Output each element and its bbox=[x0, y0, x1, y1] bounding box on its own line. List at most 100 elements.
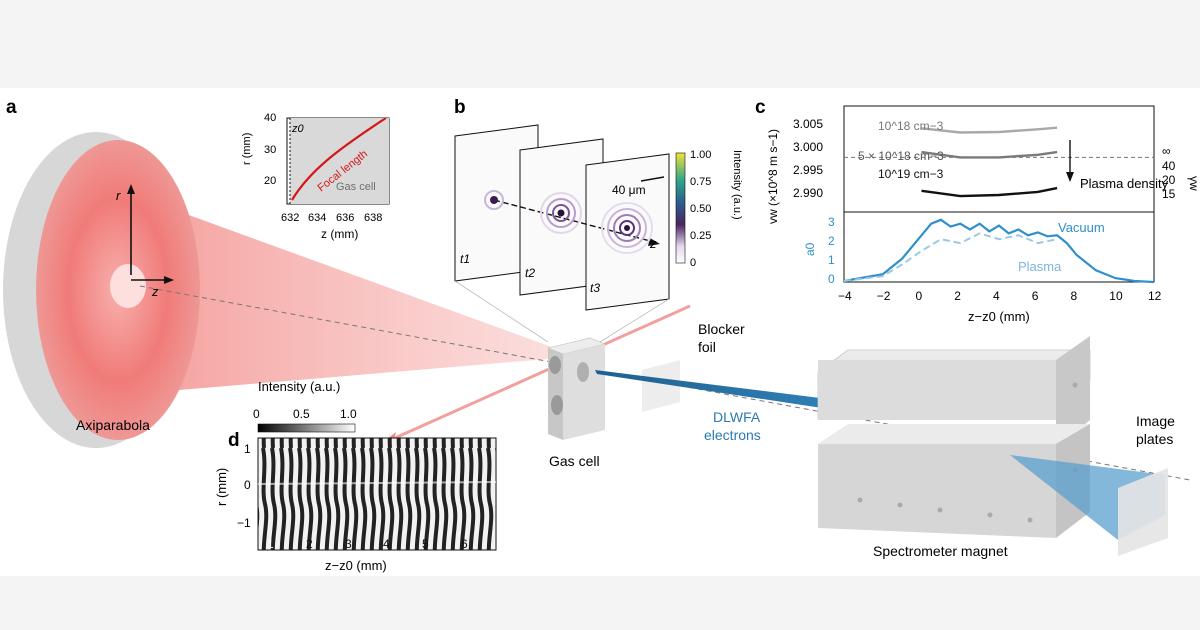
axis-r-label: r bbox=[116, 188, 121, 203]
inset-a-gascell-label: Gas cell bbox=[336, 181, 376, 193]
c-bot-xtick-1: −2 bbox=[877, 289, 891, 303]
c-right-tick-2: 40 bbox=[1162, 159, 1176, 173]
interferogram bbox=[257, 437, 497, 551]
panel-d-cbar-label: Intensity (a.u.) bbox=[258, 379, 340, 394]
plasma-density-arrowhead bbox=[1066, 172, 1074, 182]
image-plates-label-1: Image bbox=[1136, 413, 1175, 429]
panel-d-ytick-1: 1 bbox=[244, 442, 251, 456]
axiparabola-hole bbox=[110, 264, 146, 308]
focal-spot-t1 bbox=[484, 190, 504, 210]
axis-z-arrowhead bbox=[164, 276, 174, 284]
inset-a-ytick-1: 40 bbox=[264, 112, 276, 124]
c-bot-ylabel: a0 bbox=[803, 242, 817, 256]
inset-a-xtick-4: 638 bbox=[364, 212, 382, 224]
panel-b-cbar-tick-3: 0.50 bbox=[690, 203, 711, 215]
c-bot-xtick-0: −4 bbox=[838, 289, 852, 303]
panel-b-colorbar bbox=[675, 152, 686, 264]
c-top-ytick-1: 3.005 bbox=[793, 117, 823, 131]
panel-d-xtick-4: 4 bbox=[383, 537, 390, 551]
panel-label-c: c bbox=[755, 97, 766, 118]
c-top-series-0 bbox=[921, 126, 1058, 134]
focal-spot-t3 bbox=[601, 202, 653, 254]
c-bot-ytick-2: 2 bbox=[828, 234, 835, 248]
panel-d-xtick-5: 5 bbox=[422, 537, 429, 551]
c-bot-ytick-1: 3 bbox=[828, 215, 835, 229]
c-top-series-2 bbox=[921, 186, 1058, 198]
c-bot-xtick-8: 12 bbox=[1148, 289, 1162, 303]
inset-a-xtick-1: 632 bbox=[281, 212, 299, 224]
c-bot-xlabel: z−z0 (mm) bbox=[968, 309, 1030, 324]
gas-cell-label: Gas cell bbox=[549, 453, 600, 469]
c-top-ytick-3: 2.995 bbox=[793, 163, 823, 177]
projection-line-1 bbox=[454, 280, 549, 343]
dlwfa-label-2: electrons bbox=[704, 427, 761, 443]
projection-line-2 bbox=[599, 298, 670, 343]
c-right-tick-4: 15 bbox=[1162, 187, 1176, 201]
bottom-band bbox=[0, 576, 1200, 630]
c-bot-xtick-4: 4 bbox=[993, 289, 1000, 303]
panel-d-cbar-tick-2: 0.5 bbox=[293, 407, 310, 421]
time-label-t2: t2 bbox=[525, 266, 535, 280]
inset-a-focal-curve bbox=[291, 117, 387, 201]
time-label-t3: t3 bbox=[590, 281, 600, 295]
blocked-laser-beam bbox=[394, 304, 691, 440]
inset-a-xtick-3: 636 bbox=[336, 212, 354, 224]
inset-a-gascell-region bbox=[290, 118, 389, 204]
panel-d-xtick-1: 1 bbox=[267, 537, 274, 551]
panel-label-b: b bbox=[454, 97, 466, 118]
c-right-label: γw bbox=[1187, 176, 1200, 191]
image-plates-label-2: plates bbox=[1136, 431, 1173, 447]
electron-beam bbox=[595, 370, 822, 408]
panel-c-top-plot bbox=[844, 126, 1154, 198]
series-label-5e18: 5 × 10^18 cm−3 bbox=[858, 149, 944, 163]
panel-b-cbar-label: Intensity (a.u.) bbox=[731, 150, 743, 220]
interferogram-axis-trace bbox=[257, 481, 497, 485]
inset-a-ylabel: r (mm) bbox=[241, 133, 253, 165]
panel-d-ytick-2: 0 bbox=[244, 478, 251, 492]
axis-z-label: z bbox=[151, 284, 159, 299]
inset-a-ytick-2: 30 bbox=[264, 144, 276, 156]
c-bot-xtick-5: 6 bbox=[1032, 289, 1039, 303]
panel-label-d: d bbox=[228, 430, 240, 451]
c-bot-ytick-4: 0 bbox=[828, 272, 835, 286]
c-right-tick-1: ∞ bbox=[1162, 144, 1171, 158]
plasma-density-label: Plasma density bbox=[1080, 176, 1169, 191]
top-band bbox=[0, 0, 1200, 88]
dlwfa-label-1: DLWFA bbox=[713, 409, 761, 425]
panel-b-cbar-tick-4: 0.25 bbox=[690, 230, 711, 242]
time-label-t1: t1 bbox=[460, 252, 470, 266]
panel-d-ylabel: r (mm) bbox=[214, 468, 229, 506]
c-top-series-1 bbox=[921, 150, 1058, 159]
c-right-tick-3: 20 bbox=[1162, 173, 1176, 187]
panel-b-cbar-tick-1: 1.00 bbox=[690, 149, 711, 161]
spectrometer-label: Spectrometer magnet bbox=[873, 543, 1008, 559]
panel-d-cbar-tick-1: 0 bbox=[253, 407, 260, 421]
gas-cell bbox=[547, 337, 606, 440]
panel-b-cbar-tick-5: 0 bbox=[690, 257, 696, 269]
c-top-ytick-2: 3.000 bbox=[793, 140, 823, 154]
focal-spot-t2 bbox=[540, 192, 582, 234]
panel-d-xtick-2: 2 bbox=[306, 537, 313, 551]
vacuum-label: Vacuum bbox=[1058, 220, 1105, 235]
panel-d-cbar-tick-3: 1.0 bbox=[340, 407, 357, 421]
blocker-label-2: foil bbox=[698, 339, 716, 355]
scale-bar bbox=[640, 176, 665, 182]
spectrometer-magnet bbox=[817, 336, 1091, 538]
c-top-ylabel: vw (×10^8 m s−1) bbox=[766, 129, 780, 224]
blocker-foil bbox=[642, 360, 680, 412]
c-bot-xtick-2: 0 bbox=[916, 289, 923, 303]
inset-a-xtick-2: 634 bbox=[308, 212, 326, 224]
panel-c-bottom-axes bbox=[843, 211, 1155, 283]
panel-d-xlabel: z−z0 (mm) bbox=[325, 558, 387, 573]
panel-d-xtick-3: 3 bbox=[345, 537, 352, 551]
plasma-label: Plasma bbox=[1018, 259, 1062, 274]
panel-c-bottom-plot bbox=[843, 218, 1155, 284]
inset-a-ytick-3: 20 bbox=[264, 175, 276, 187]
c-top-ytick-4: 2.990 bbox=[793, 186, 823, 200]
series-label-1e18: 10^18 cm−3 bbox=[878, 119, 944, 133]
c-bot-series-0 bbox=[843, 218, 1155, 284]
c-bot-xtick-3: 2 bbox=[954, 289, 961, 303]
panel-b-z-label: z bbox=[649, 236, 657, 251]
